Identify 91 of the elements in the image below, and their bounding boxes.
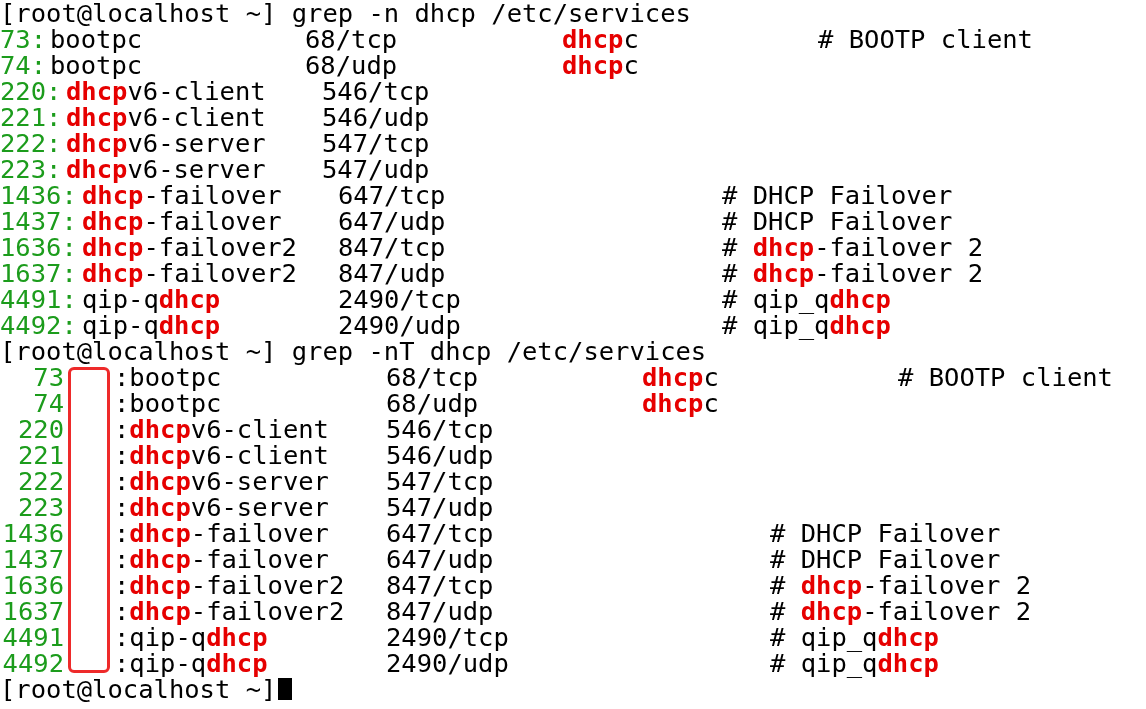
line-number: 73: (0, 26, 47, 52)
service-name: :dhcp-failover2 (114, 598, 345, 624)
comment-text: # DHCP Failover (770, 520, 1001, 546)
service-name: dhcp-failover (82, 208, 282, 234)
line-number: 4492: (0, 312, 77, 338)
line-number: 1436 (2, 520, 64, 546)
line-number: 1637 (2, 598, 64, 624)
port-protocol: 847/tcp (386, 572, 494, 598)
service-name: :dhcpv6-server (114, 494, 329, 520)
port-protocol: 547/udp (386, 494, 494, 520)
service-name: :dhcpv6-server (114, 468, 329, 494)
comment-text: # DHCP Failover (722, 182, 953, 208)
line-number: 74: (0, 52, 47, 78)
line-number: 223 (17, 494, 64, 520)
line-number: 222 (17, 468, 64, 494)
port-protocol: 647/udp (386, 546, 494, 572)
service-name: qip-qdhcp (82, 312, 221, 338)
command-prompt: [root@localhost ~] grep -nT dhcp /etc/services (0, 338, 707, 364)
comment-text: # dhcp-failover 2 (722, 260, 984, 286)
service-name: qip-qdhcp (82, 286, 221, 312)
port-protocol: 2490/udp (338, 312, 461, 338)
port-protocol: 547/tcp (386, 468, 494, 494)
comment-text: # DHCP Failover (722, 208, 953, 234)
port-protocol: 68/tcp (305, 26, 398, 52)
line-number: 222: (0, 130, 62, 156)
service-name: :bootpc (114, 390, 222, 416)
service-name: dhcpv6-client (66, 78, 266, 104)
port-protocol: 546/tcp (322, 78, 430, 104)
line-number: 1637: (0, 260, 77, 286)
comment-text: # dhcp-failover 2 (770, 598, 1032, 624)
line-number: 221: (0, 104, 62, 130)
port-protocol: 2490/tcp (386, 624, 509, 650)
line-number: 1437 (2, 546, 64, 572)
comment-text: # BOOTP client (818, 26, 1033, 52)
comment-text: # qip_qdhcp (770, 624, 939, 650)
line-number: 73 (33, 364, 64, 390)
port-protocol: 547/tcp (322, 130, 430, 156)
port-protocol: 546/udp (386, 442, 494, 468)
service-name: dhcpv6-server (66, 156, 266, 182)
command-prompt: [root@localhost ~] (0, 676, 277, 702)
command-prompt: [root@localhost ~] grep -n dhcp /etc/services (0, 0, 691, 26)
line-number: 223: (0, 156, 62, 182)
line-number: 1636: (0, 234, 77, 260)
line-number: 1437: (0, 208, 77, 234)
alias-name: dhcpc (562, 52, 639, 78)
comment-text: # dhcp-failover 2 (722, 234, 984, 260)
line-number: 220: (0, 78, 62, 104)
comment-text: # qip_qdhcp (722, 286, 891, 312)
alias-name: dhcpc (642, 390, 719, 416)
comment-text: # dhcp-failover 2 (770, 572, 1032, 598)
service-name: :dhcpv6-client (114, 416, 329, 442)
line-number: 1636 (2, 572, 64, 598)
port-protocol: 68/udp (305, 52, 398, 78)
line-number: 4491: (0, 286, 77, 312)
service-name: :dhcp-failover2 (114, 572, 345, 598)
service-name: dhcp-failover (82, 182, 282, 208)
service-name: :dhcp-failover (114, 546, 329, 572)
comment-text: # DHCP Failover (770, 546, 1001, 572)
alias-name: dhcpc (642, 364, 719, 390)
service-name: :qip-qdhcp (114, 650, 268, 676)
port-protocol: 2490/udp (386, 650, 509, 676)
service-name: :dhcpv6-client (114, 442, 329, 468)
alias-name: dhcpc (562, 26, 639, 52)
port-protocol: 647/udp (338, 208, 446, 234)
port-protocol: 546/tcp (386, 416, 494, 442)
port-protocol: 847/udp (386, 598, 494, 624)
port-protocol: 68/udp (386, 390, 479, 416)
service-name: bootpc (50, 26, 143, 52)
line-number: 220 (17, 416, 64, 442)
port-protocol: 2490/tcp (338, 286, 461, 312)
service-name: dhcp-failover2 (82, 234, 297, 260)
line-number: 221 (17, 442, 64, 468)
service-name: dhcp-failover2 (82, 260, 297, 286)
port-protocol: 68/tcp (386, 364, 479, 390)
service-name: dhcpv6-client (66, 104, 266, 130)
port-protocol: 647/tcp (386, 520, 494, 546)
port-protocol: 547/udp (322, 156, 430, 182)
service-name: :qip-qdhcp (114, 624, 268, 650)
service-name: :bootpc (114, 364, 222, 390)
port-protocol: 647/tcp (338, 182, 446, 208)
service-name: bootpc (50, 52, 143, 78)
port-protocol: 546/udp (322, 104, 430, 130)
line-number: 1436: (0, 182, 77, 208)
service-name: :dhcp-failover (114, 520, 329, 546)
service-name: dhcpv6-server (66, 130, 266, 156)
line-number: 4492 (2, 650, 64, 676)
port-protocol: 847/tcp (338, 234, 446, 260)
line-number: 4491 (2, 624, 64, 650)
port-protocol: 847/udp (338, 260, 446, 286)
comment-text: # BOOTP client (898, 364, 1113, 390)
line-number: 74 (33, 390, 64, 416)
